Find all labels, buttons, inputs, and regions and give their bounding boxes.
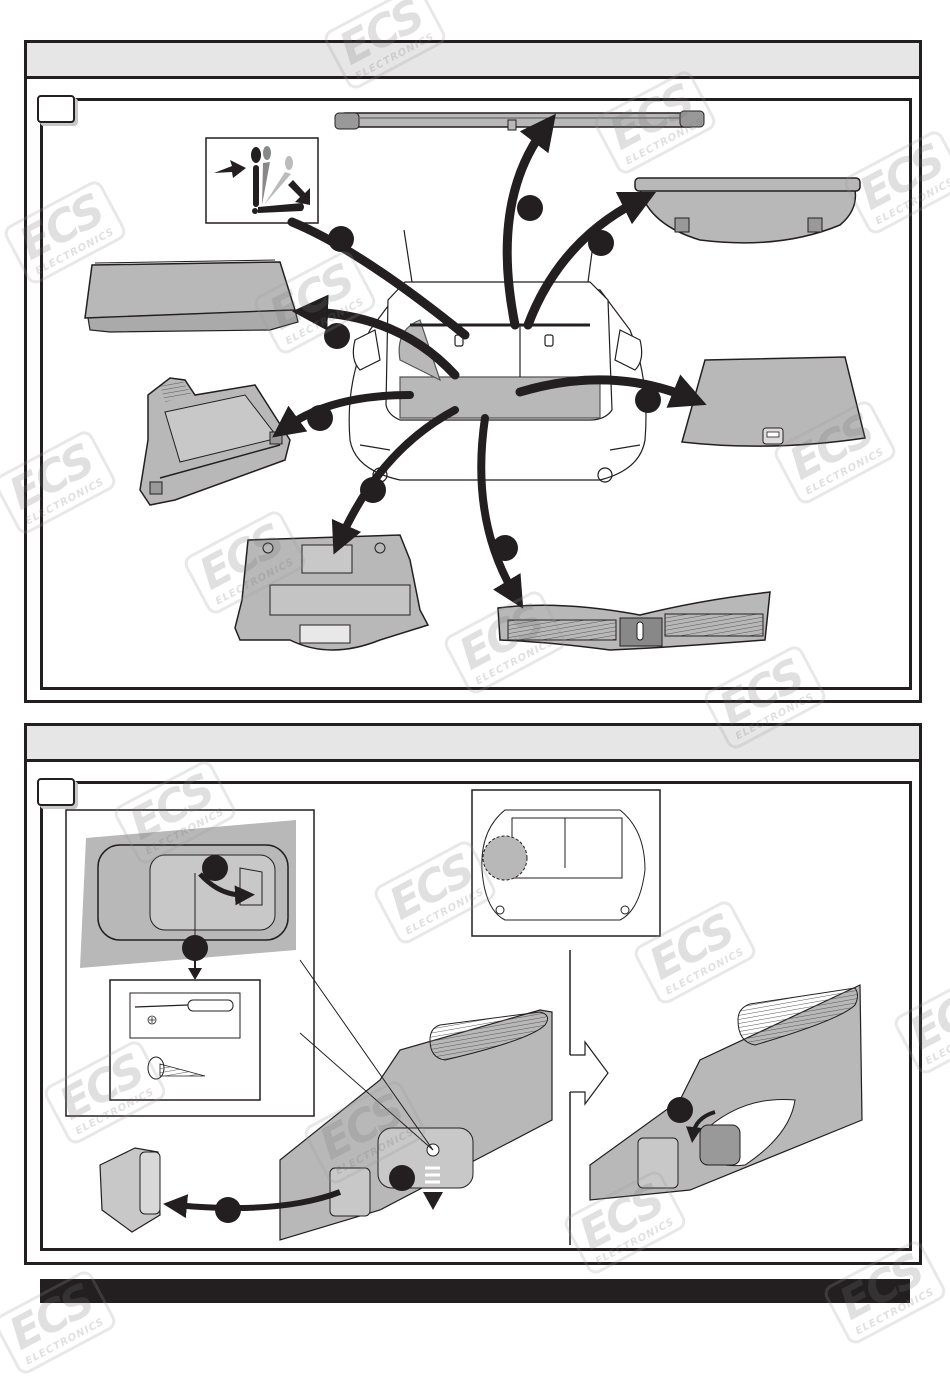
step-marker [492, 535, 518, 561]
rear-trim-before [279, 959, 553, 1241]
car-rear-view [348, 229, 647, 483]
step-number-box-1 [37, 95, 75, 123]
step-marker [307, 405, 333, 431]
side-trim-panel [139, 377, 291, 506]
section-1-frame [40, 98, 912, 690]
step-marker [517, 195, 543, 221]
parcel-shelf [84, 259, 299, 333]
footer-bar [40, 1279, 910, 1303]
detail-inset [65, 809, 315, 1117]
removal-arrows [272, 113, 707, 609]
sill-scuff-plate [497, 591, 771, 651]
rear-trim-after [589, 984, 863, 1201]
step-marker [588, 230, 614, 256]
step-marker [389, 1165, 415, 1191]
luggage-cover-extended [634, 177, 861, 244]
section-1-header [27, 43, 919, 79]
luggage-cover-rolled [334, 110, 705, 131]
section-2-header [27, 726, 919, 762]
step-marker [360, 477, 386, 503]
trim-hook-part [99, 1147, 342, 1233]
car-location-inset [471, 789, 661, 937]
step-marker [328, 226, 354, 252]
tools-box [129, 992, 241, 1080]
floor-board [681, 356, 866, 447]
step-markers-section-1 [307, 195, 661, 561]
screw-icon [147, 1056, 206, 1080]
screwdriver-icon [134, 999, 234, 1025]
storage-tray [234, 534, 430, 651]
step-marker [215, 1197, 241, 1223]
step-marker [667, 1097, 693, 1123]
step-marker [202, 855, 228, 881]
rear-seat-fold-instruction [205, 137, 319, 224]
step-transition [569, 950, 609, 1245]
illustrations [65, 110, 866, 1245]
step-marker [324, 323, 350, 349]
step-number-box-2 [37, 778, 75, 806]
section-2-frame [40, 781, 912, 1251]
step-marker [182, 935, 208, 961]
step-marker [635, 387, 661, 413]
